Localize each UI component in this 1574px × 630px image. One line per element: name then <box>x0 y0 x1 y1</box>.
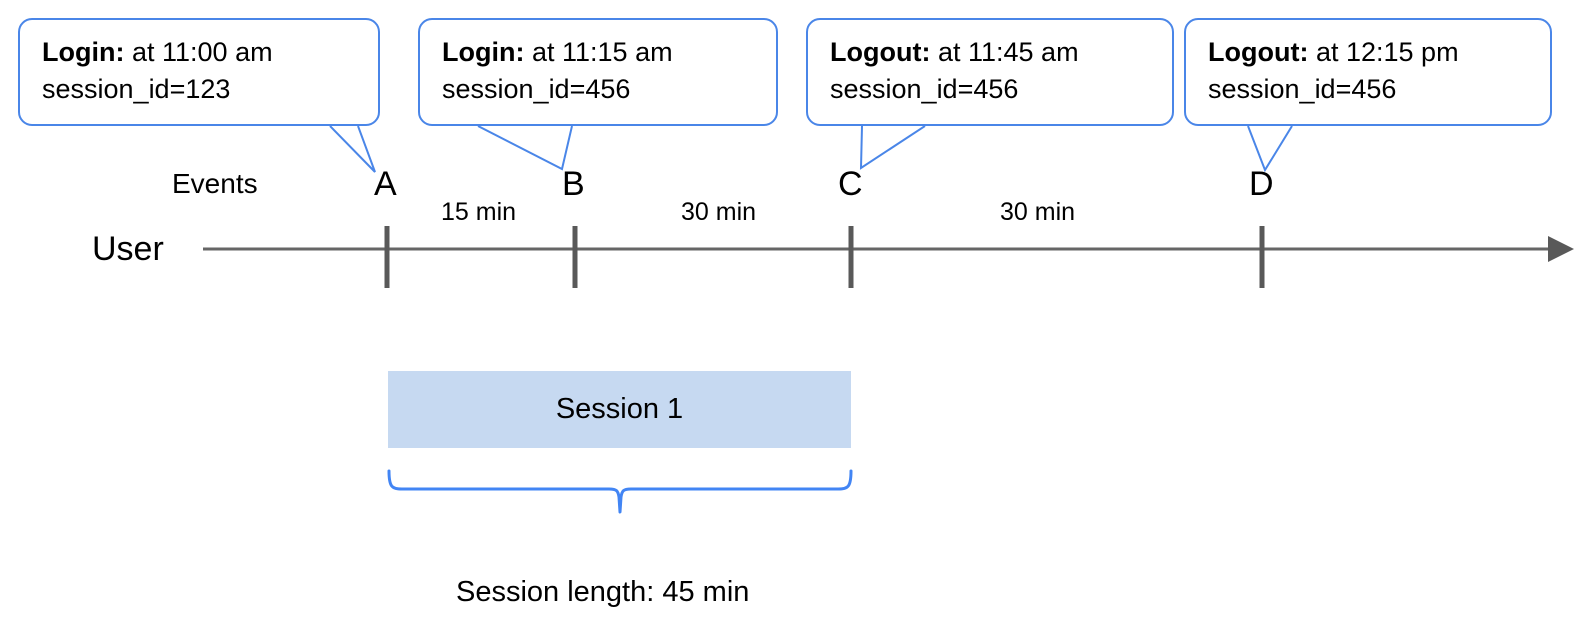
callout-d-type: Logout: <box>1208 37 1309 67</box>
callout-d-time: at 12:15 pm <box>1315 37 1459 67</box>
callout-b-time: at 11:15 am <box>531 37 673 67</box>
timeline-arrow-icon <box>1548 236 1574 262</box>
session-block-label: Session 1 <box>555 393 684 425</box>
callout-event-b[interactable]: Login: at 11:15 am session_id=456 <box>418 18 778 126</box>
callout-c-type: Logout: <box>830 37 931 67</box>
row-label-events: Events <box>172 168 258 199</box>
callout-tail-d <box>1247 125 1293 173</box>
callout-a-type: Login: <box>42 37 125 67</box>
interval-label-b-c: 30 min <box>681 198 757 226</box>
callout-b-session: session_id=456 <box>442 74 631 105</box>
callout-c-time: at 11:45 am <box>937 37 1079 67</box>
callout-c-session: session_id=456 <box>830 74 1019 105</box>
callout-a-line1: Login: at 11:00 am <box>42 34 360 71</box>
callout-tail-b <box>477 125 573 171</box>
callout-c-line1: Logout: at 11:45 am <box>830 34 1154 71</box>
callout-b-line1: Login: at 11:15 am <box>442 34 758 71</box>
row-label-user: User <box>92 230 164 268</box>
callout-event-a[interactable]: Login: at 11:00 am session_id=123 <box>18 18 380 126</box>
callout-a-time: at 11:00 am <box>131 37 273 67</box>
callout-tail-a <box>329 125 376 173</box>
callout-d-line1: Logout: at 12:15 pm <box>1208 34 1532 71</box>
interval-label-a-b: 15 min <box>441 198 517 226</box>
callout-event-d[interactable]: Logout: at 12:15 pm session_id=456 <box>1184 18 1552 126</box>
callout-b-type: Login: <box>442 37 525 67</box>
callout-a-session: session_id=123 <box>42 74 231 105</box>
event-letter-a: A <box>374 165 397 203</box>
session-length-label: Session length: 45 min <box>456 576 750 608</box>
callout-event-c[interactable]: Logout: at 11:45 am session_id=456 <box>806 18 1174 126</box>
callout-tail-c <box>859 125 926 170</box>
event-letter-d: D <box>1249 165 1274 203</box>
callout-d-session: session_id=456 <box>1208 74 1397 105</box>
session-block[interactable]: Session 1 <box>388 371 851 448</box>
event-letter-c: C <box>838 165 863 203</box>
event-letter-b: B <box>562 165 585 203</box>
interval-label-c-d: 30 min <box>1000 198 1076 226</box>
session-brace <box>387 469 853 514</box>
